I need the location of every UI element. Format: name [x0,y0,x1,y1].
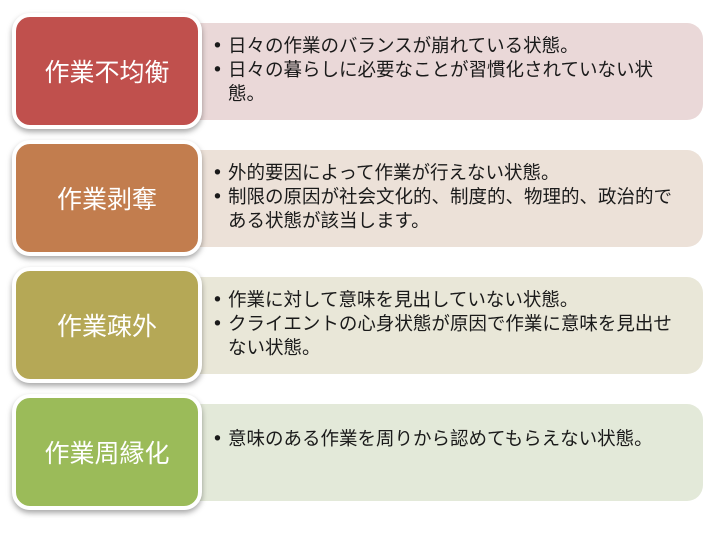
row-occupational-deprivation: •外的要因によって作業が行えない状態。 •制限の原因が社会文化的、制度的、物理的… [0,140,720,262]
detail-list: •作業に対して意味を見出していない状態。 •クライエントの心身状態が原因で作業に… [212,289,689,361]
label-box-marginalization: 作業周縁化 [12,394,202,510]
bullet: • [212,429,223,450]
bullet: • [212,36,223,57]
detail-box-marginalization: •意味のある作業を周りから認めてもらえない状態。 [150,404,703,501]
item-text: 日々の暮らしに必要なことが習慣化されていない状態。 [228,60,653,105]
label-text: 作業剥奪 [56,185,157,214]
detail-box-imbalance: •日々の作業のバランスが崩れている状態。 •日々の暮らしに必要なことが習慣化され… [150,23,703,120]
list-item: •作業に対して意味を見出していない状態。 [212,289,689,313]
bullet: • [212,314,223,335]
detail-box-deprivation: •外的要因によって作業が行えない状態。 •制限の原因が社会文化的、制度的、物理的… [150,150,703,247]
label-box-alienation: 作業疎外 [12,267,202,383]
bullet: • [212,163,223,184]
item-text: 制限の原因が社会文化的、制度的、物理的、政治的である状態が該当します。 [228,187,673,232]
list-item: •クライエントの心身状態が原因で作業に意味を見出せない状態。 [212,313,689,361]
detail-list: •日々の作業のバランスが崩れている状態。 •日々の暮らしに必要なことが習慣化され… [212,35,689,107]
list-item: •制限の原因が社会文化的、制度的、物理的、政治的である状態が該当します。 [212,186,689,234]
label-text: 作業疎外 [56,312,157,341]
item-text: 意味のある作業を周りから認めてもらえない状態。 [228,429,653,450]
bullet: • [212,290,223,311]
list-item: •日々の暮らしに必要なことが習慣化されていない状態。 [212,59,689,107]
list-item: •外的要因によって作業が行えない状態。 [212,162,689,186]
bullet: • [212,187,223,208]
list-item: •意味のある作業を周りから認めてもらえない状態。 [212,428,689,452]
bullet: • [212,60,223,81]
label-box-imbalance: 作業不均衡 [12,13,202,129]
row-occupational-imbalance: •日々の作業のバランスが崩れている状態。 •日々の暮らしに必要なことが習慣化され… [0,13,720,135]
label-box-deprivation: 作業剥奪 [12,140,202,256]
detail-list: •意味のある作業を周りから認めてもらえない状態。 [212,428,689,452]
label-text: 作業周縁化 [44,439,170,468]
label-text: 作業不均衡 [44,58,170,87]
list-item: •日々の作業のバランスが崩れている状態。 [212,35,689,59]
item-text: 作業に対して意味を見出していない状態。 [228,290,579,311]
row-occupational-alienation: •作業に対して意味を見出していない状態。 •クライエントの心身状態が原因で作業に… [0,267,720,389]
item-text: 日々の作業のバランスが崩れている状態。 [228,36,579,57]
item-text: 外的要因によって作業が行えない状態。 [228,163,560,184]
detail-list: •外的要因によって作業が行えない状態。 •制限の原因が社会文化的、制度的、物理的… [212,162,689,234]
item-text: クライエントの心身状態が原因で作業に意味を見出せない状態。 [228,314,672,359]
row-occupational-marginalization: •意味のある作業を周りから認めてもらえない状態。 作業周縁化 [0,394,720,516]
detail-box-alienation: •作業に対して意味を見出していない状態。 •クライエントの心身状態が原因で作業に… [150,277,703,374]
